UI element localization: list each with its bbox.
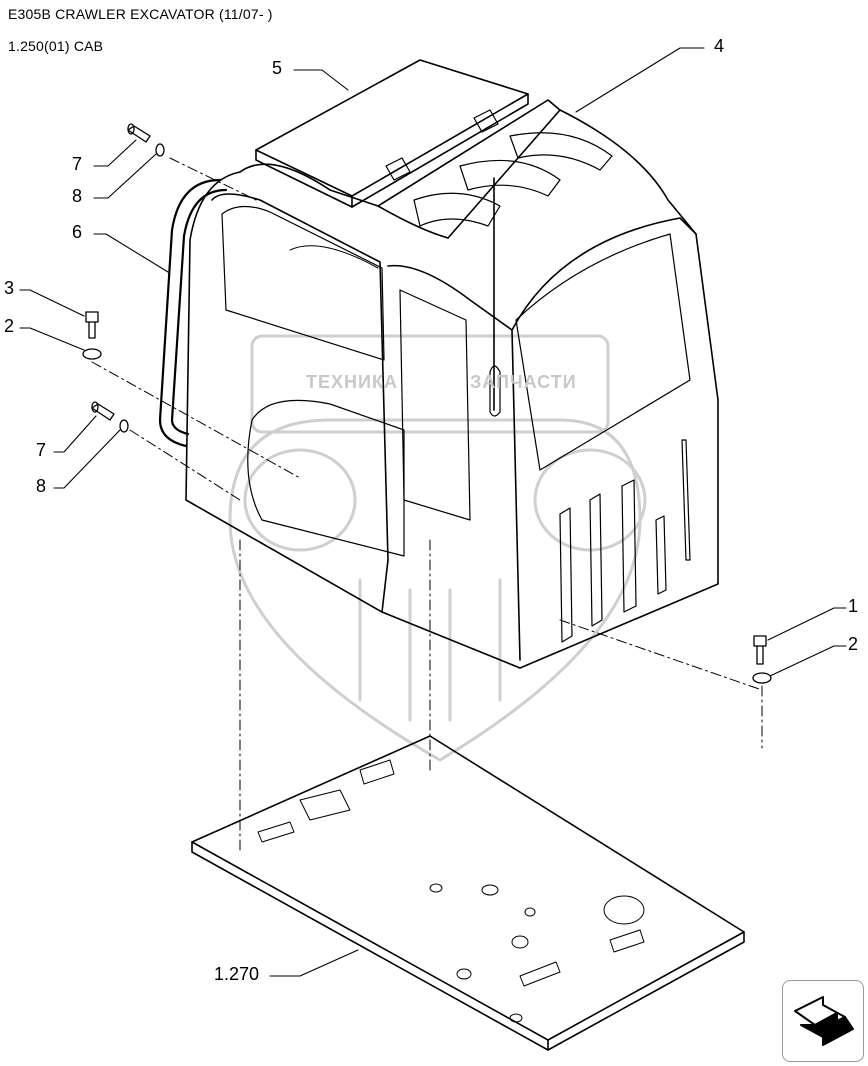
callout-1: 1	[848, 596, 859, 616]
roof-hinge	[385, 109, 499, 181]
callout-5: 5	[272, 58, 283, 78]
bolt-right-vertical	[752, 635, 772, 684]
callout-1-270: 1.270	[214, 964, 260, 984]
next-page-arrow-icon	[794, 996, 854, 1046]
watermark-left-text: ТЕХНИКА	[306, 372, 398, 392]
callout-4: 4	[714, 36, 725, 56]
leader-lines	[19, 47, 847, 977]
assembly-lines	[91, 157, 763, 851]
bolt-upper-left	[127, 123, 165, 157]
callout-2-right: 2	[848, 634, 859, 654]
callout-8-lower: 8	[36, 476, 47, 496]
callout-8-upper: 8	[72, 186, 83, 206]
roof-panel	[255, 59, 529, 208]
next-page-button[interactable]	[782, 980, 864, 1062]
watermark-logo	[228, 334, 647, 762]
callout-6: 6	[72, 222, 83, 242]
watermark-right-text: ЗАПЧАСТИ	[470, 372, 577, 392]
floor-plate	[191, 735, 745, 1051]
bolt-lower-left	[91, 401, 129, 433]
callout-3: 3	[4, 278, 15, 298]
section-code: 1.250(01) CAB	[8, 38, 104, 54]
page-title: E305B CRAWLER EXCAVATOR (11/07- )	[8, 6, 273, 22]
callout-7-upper: 7	[72, 154, 83, 174]
handrail	[158, 178, 228, 448]
callout-7-lower: 7	[36, 440, 47, 460]
callout-2-left: 2	[4, 316, 15, 336]
cab-body	[185, 99, 719, 669]
bolt-left-vertical	[82, 311, 102, 360]
